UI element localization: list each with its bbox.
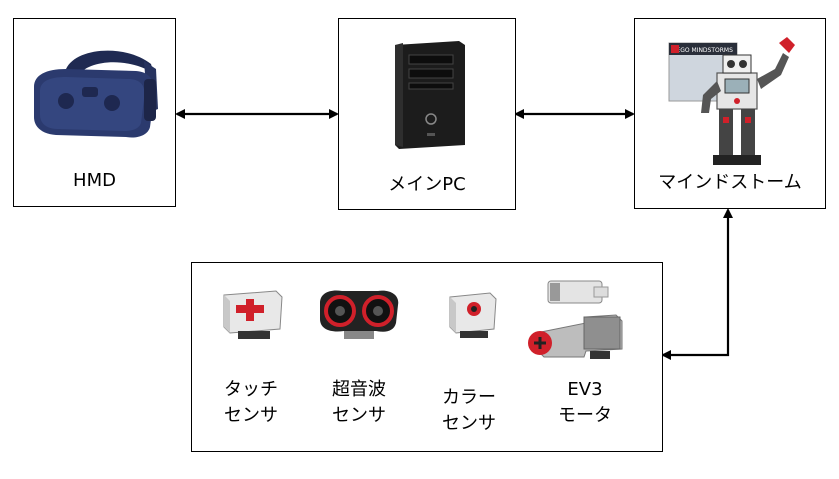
main-pc-node: メインPC <box>338 18 516 210</box>
mindstorms-sensors-arrow <box>661 208 733 360</box>
sensors-group: タッチ センサ 超音波 センサ カラー センサ EV3 モータ <box>191 262 663 452</box>
hmd-node: HMD <box>13 18 176 207</box>
ultrasonic-sensor-image <box>320 290 399 339</box>
hmd-label: HMD <box>73 170 116 191</box>
mindstorms-node: LEGO MINDSTORMS マインドストーム <box>634 18 826 209</box>
pc-tower-image <box>395 41 465 149</box>
ev3-motor-image <box>528 280 623 359</box>
ev3-motor-label: EV3 モータ <box>558 379 612 426</box>
hmd-headset-image <box>34 50 158 138</box>
main-pc-label: メインPC <box>388 174 466 195</box>
mindstorms-box-text: LEGO MINDSTORMS <box>673 47 733 54</box>
touch-sensor-label: タッチ センサ <box>224 379 278 426</box>
color-sensor-image <box>449 292 497 338</box>
touch-sensor-image <box>223 290 283 339</box>
mindstorms-label: マインドストーム <box>658 172 802 193</box>
mindstorms-robot-image: LEGO MINDSTORMS <box>668 37 795 165</box>
color-sensor-label: カラー センサ <box>442 387 496 434</box>
ultrasonic-sensor-label: 超音波 センサ <box>332 379 386 426</box>
